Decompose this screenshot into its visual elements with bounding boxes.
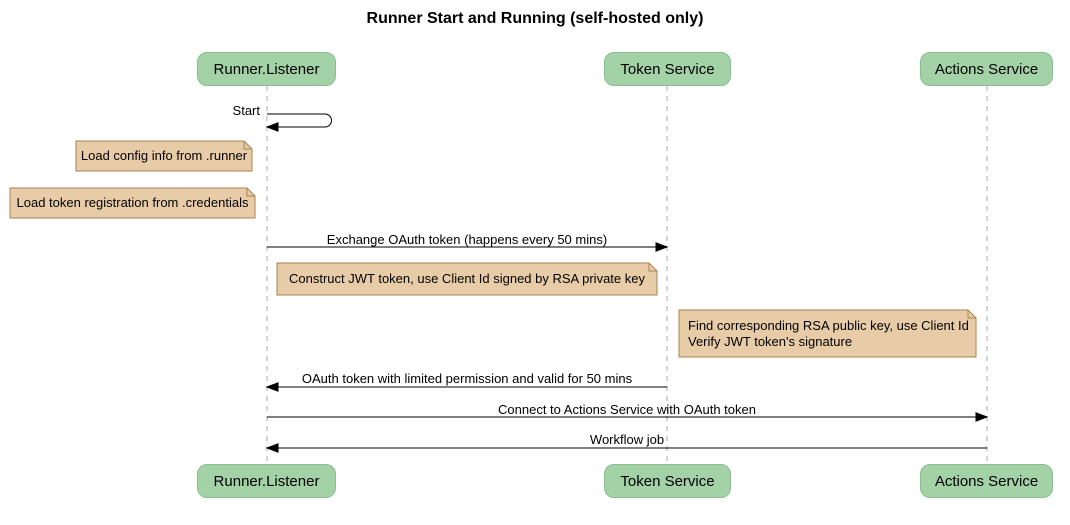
- participant-label: Token Service: [620, 472, 715, 490]
- message-oauth-token-return-label: OAuth token with limited permission and …: [301, 371, 633, 386]
- note-verify-jwt: Find corresponding RSA public key, use C…: [679, 310, 976, 357]
- note-load-token-registration: Load token registration from .credential…: [10, 188, 255, 218]
- note-line: Construct JWT token, use Client Id signe…: [289, 271, 645, 286]
- participant-bottom-actions-service: Actions Service: [920, 464, 1053, 498]
- note-line: Verify JWT token's signature: [688, 333, 853, 349]
- participant-top-runner-listener: Runner.Listener: [197, 52, 336, 86]
- message-start-self-arrow: [265, 113, 332, 132]
- participant-label: Runner.Listener: [213, 60, 320, 78]
- message-oauth-token-return-arrow: [265, 382, 667, 392]
- note-line: Load config info from .runner: [80, 148, 248, 163]
- note-load-token-registration-shape: [9, 187, 256, 219]
- message-exchange-oauth-arrow: [267, 242, 669, 252]
- message-exchange-oauth-label: Exchange OAuth token (happens every 50 m…: [326, 232, 608, 247]
- participant-bottom-runner-listener: Runner.Listener: [197, 464, 336, 498]
- participant-label: Token Service: [620, 60, 715, 78]
- participant-top-actions-service: Actions Service: [920, 52, 1053, 86]
- note-load-config-shape: [75, 140, 253, 172]
- participant-label: Actions Service: [934, 472, 1039, 490]
- diagram-title: Runner Start and Running (self-hosted on…: [366, 10, 704, 27]
- participant-bottom-token-service: Token Service: [604, 464, 731, 498]
- message-start-label: Start: [232, 103, 260, 118]
- note-load-config: Load config info from .runner: [76, 141, 252, 171]
- note-line: Find corresponding RSA public key, use C…: [688, 317, 969, 333]
- message-connect-actions-label: Connect to Actions Service with OAuth to…: [498, 402, 756, 417]
- participant-label: Actions Service: [934, 60, 1039, 78]
- note-line: Load token registration from .credential…: [16, 195, 249, 210]
- note-construct-jwt-shape: [276, 262, 658, 296]
- message-connect-actions-arrow: [267, 412, 989, 422]
- note-construct-jwt: Construct JWT token, use Client Id signe…: [277, 263, 657, 295]
- message-workflow-job-arrow: [265, 443, 987, 453]
- message-workflow-job-label: Workflow job: [589, 432, 665, 447]
- participant-label: Runner.Listener: [213, 472, 320, 490]
- participant-top-token-service: Token Service: [604, 52, 731, 86]
- note-verify-jwt-shape: [678, 309, 977, 358]
